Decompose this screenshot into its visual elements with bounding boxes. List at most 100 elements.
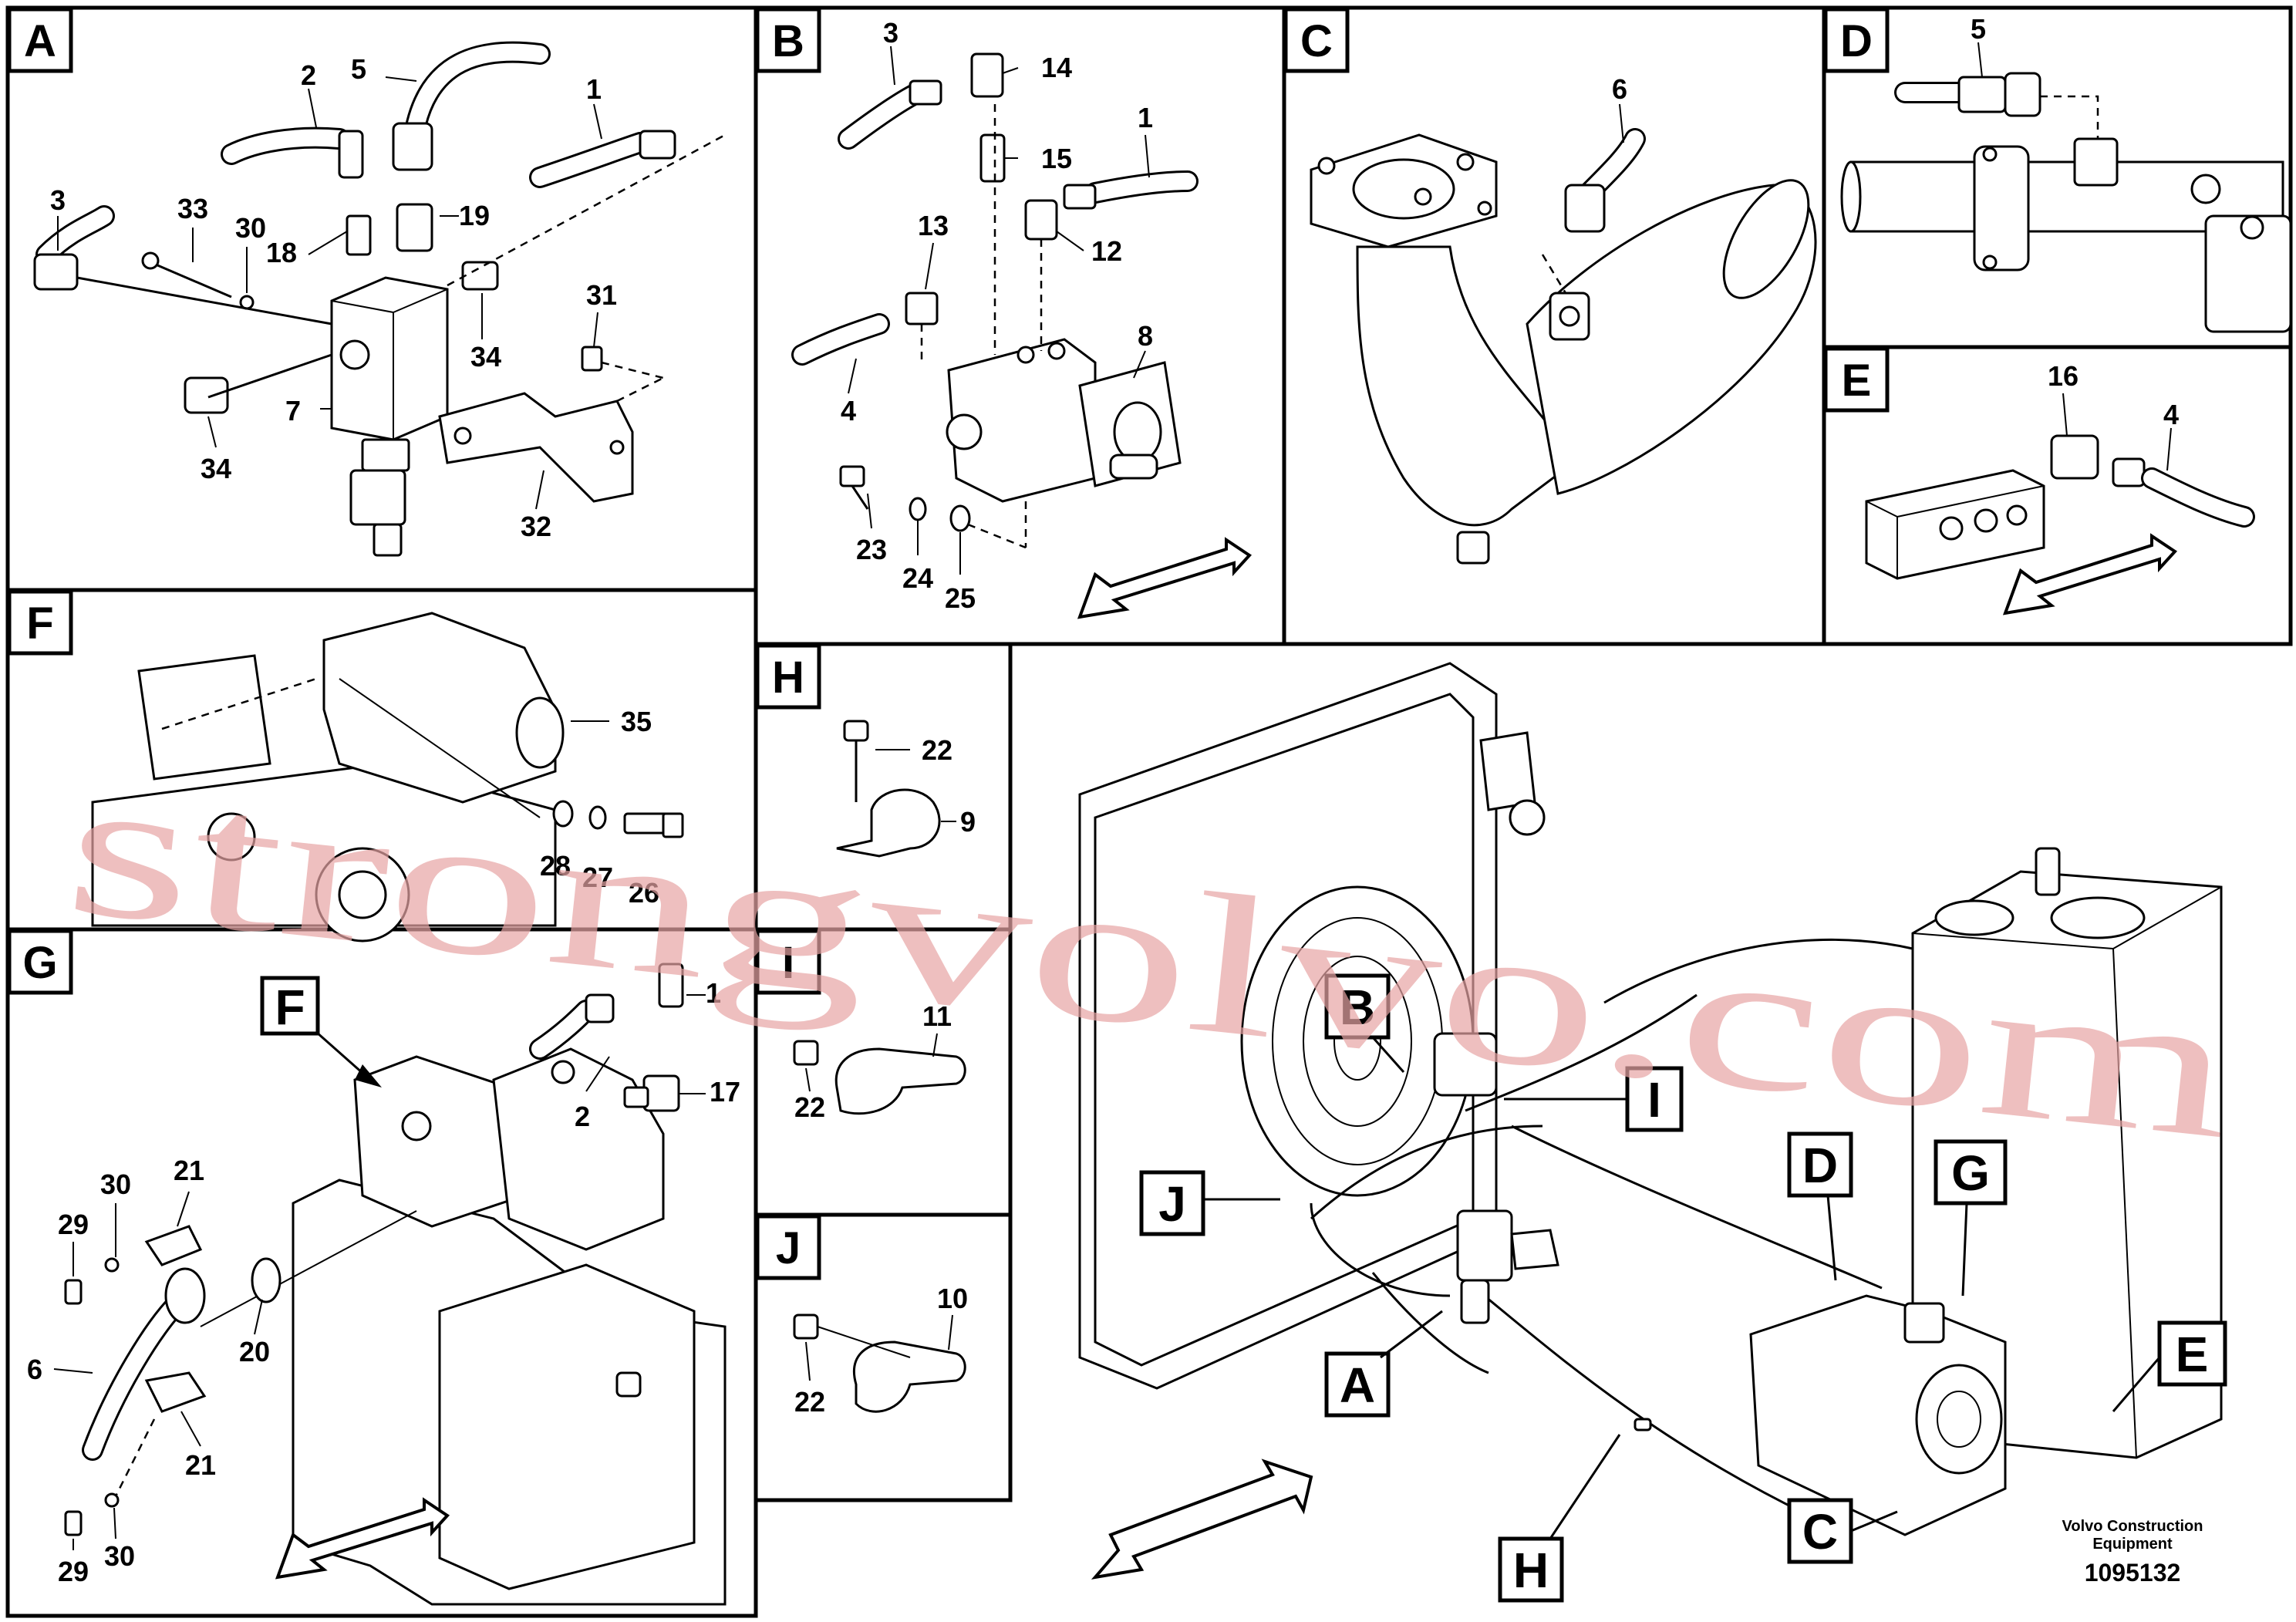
svg-text:31: 31 (586, 279, 617, 311)
svg-text:21: 21 (185, 1449, 216, 1481)
callout-i: I (1504, 1066, 1684, 1132)
svg-text:11: 11 (922, 1000, 952, 1032)
panel-e-drawing: 16 4 (1865, 360, 2255, 615)
svg-text:21: 21 (174, 1155, 204, 1186)
svg-text:30: 30 (104, 1540, 135, 1572)
svg-text:14: 14 (1041, 52, 1072, 83)
panel-g-drawing: 1 2 17 21 30 29 20 6 21 29 30 F (27, 963, 740, 1606)
svg-text:18: 18 (266, 237, 297, 268)
svg-text:8: 8 (1138, 320, 1153, 352)
panel-e-letter: E (1823, 346, 1890, 413)
svg-text:2: 2 (301, 59, 316, 91)
overview-direction-arrow (1091, 1458, 1313, 1580)
panel-e-direction-arrow (2002, 533, 2178, 615)
panel-b-frame (754, 5, 1286, 646)
company-name-line2: Equipment (2092, 1536, 2173, 1553)
svg-text:J: J (776, 1223, 801, 1273)
svg-text:16: 16 (2048, 360, 2079, 392)
panel-d-letter: D (1823, 7, 1890, 73)
svg-text:1: 1 (586, 73, 602, 105)
svg-text:H: H (1513, 1543, 1549, 1598)
svg-text:E: E (2176, 1327, 2209, 1382)
panel-i-letter: I (755, 929, 821, 995)
svg-text:H: H (772, 653, 804, 703)
callout-g: G (1934, 1139, 2008, 1297)
svg-text:29: 29 (58, 1556, 89, 1587)
panel-b-drawing: 3 14 15 1 13 12 8 4 23 24 25 (791, 17, 1253, 619)
panel-e-frame (1822, 345, 2293, 646)
svg-text:34: 34 (201, 453, 231, 484)
svg-text:I: I (782, 938, 794, 988)
svg-text:4: 4 (2163, 399, 2179, 430)
svg-text:7: 7 (285, 395, 301, 427)
svg-text:10: 10 (937, 1283, 968, 1314)
svg-text:32: 32 (521, 511, 551, 542)
svg-text:19: 19 (459, 200, 490, 231)
svg-text:35: 35 (621, 706, 652, 737)
drawing-id: 1095132 (2085, 1559, 2181, 1587)
panel-i-drawing: 11 22 (793, 1000, 966, 1123)
svg-text:A: A (1340, 1357, 1375, 1413)
svg-text:G: G (1951, 1145, 1990, 1201)
callout-j: J (1139, 1170, 1280, 1236)
panel-g-letter: G (7, 929, 73, 995)
panel-c-letter: C (1283, 7, 1350, 73)
svg-text:28: 28 (540, 850, 571, 882)
panel-b-direction-arrow (1077, 537, 1253, 619)
svg-text:4: 4 (841, 395, 856, 427)
svg-text:I: I (1647, 1072, 1661, 1128)
callout-h: H (1498, 1434, 1621, 1603)
svg-text:C: C (1802, 1504, 1838, 1560)
panel-j-letter: J (755, 1214, 821, 1280)
callout-e: E (2112, 1320, 2227, 1412)
drawing-footer: Volvo Construction Equipment 1095132 (2062, 1518, 2203, 1587)
svg-text:3: 3 (50, 184, 66, 216)
svg-text:D: D (1840, 16, 1873, 66)
svg-text:13: 13 (918, 210, 949, 241)
svg-text:24: 24 (902, 562, 933, 594)
svg-text:J: J (1158, 1176, 1186, 1232)
svg-text:30: 30 (100, 1168, 131, 1200)
svg-text:5: 5 (351, 53, 366, 85)
svg-text:3: 3 (883, 17, 899, 49)
svg-text:22: 22 (794, 1091, 825, 1123)
callout-d: D (1787, 1131, 1853, 1281)
svg-text:1: 1 (706, 977, 721, 1009)
svg-text:D: D (1802, 1138, 1838, 1193)
svg-text:1: 1 (1138, 102, 1153, 133)
panel-f-drawing: 35 28 27 26 (91, 612, 684, 943)
panel-j-drawing: 10 22 (793, 1283, 968, 1418)
panel-h-letter: H (755, 643, 821, 710)
svg-text:9: 9 (960, 806, 976, 838)
svg-text:F: F (26, 599, 53, 649)
svg-text:34: 34 (470, 341, 501, 373)
svg-text:B: B (1340, 980, 1375, 1035)
callout-b: B (1324, 973, 1405, 1073)
panel-a-drawing: 2 5 1 3 33 30 18 19 31 34 7 34 32 (33, 41, 726, 557)
svg-text:17: 17 (710, 1076, 740, 1108)
svg-text:G: G (22, 938, 57, 988)
company-name-line1: Volvo Construction (2062, 1518, 2203, 1535)
panel-c-drawing: 6 (1310, 73, 1817, 565)
svg-text:33: 33 (177, 193, 208, 224)
svg-text:12: 12 (1091, 235, 1122, 267)
svg-text:27: 27 (582, 862, 613, 893)
callout-c: C (1787, 1498, 1898, 1564)
overview-drawing: B I J D G A E H (1078, 662, 2227, 1603)
svg-text:22: 22 (922, 734, 952, 766)
panel-letters: A B C D E F G H I J (7, 7, 1890, 1280)
svg-text:6: 6 (27, 1354, 42, 1385)
panel-a-letter: A (7, 7, 73, 73)
svg-text:F: F (275, 980, 305, 1035)
panel-g-direction-arrow (275, 1497, 450, 1580)
svg-text:B: B (772, 16, 804, 66)
panel-b-letter: B (755, 7, 821, 73)
svg-text:C: C (1300, 16, 1333, 66)
svg-text:20: 20 (239, 1336, 270, 1367)
svg-text:25: 25 (945, 582, 976, 614)
panel-f-letter: F (7, 589, 73, 656)
svg-text:5: 5 (1971, 13, 1986, 45)
svg-text:2: 2 (575, 1101, 590, 1132)
svg-text:6: 6 (1612, 73, 1627, 105)
